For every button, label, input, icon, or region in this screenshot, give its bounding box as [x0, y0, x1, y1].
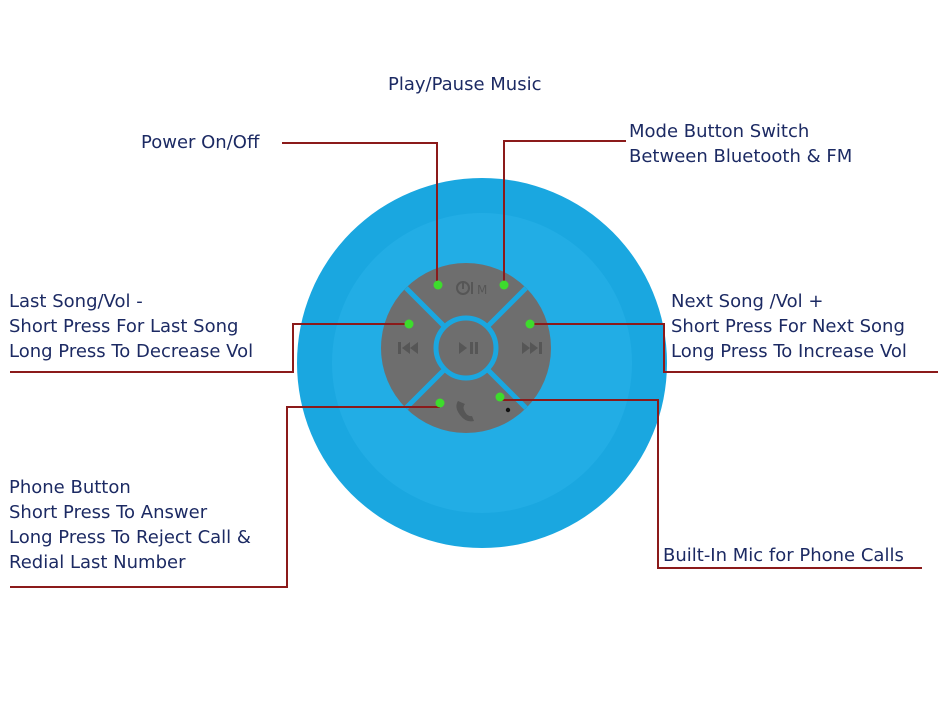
next-song-label: Next Song /Vol + Short Press For Next So…	[671, 289, 907, 364]
last-song-label-line: Short Press For Last Song	[9, 316, 239, 337]
mode-label: Mode Button Switch Between Bluetooth & F…	[629, 119, 852, 169]
next-song-leader-line	[530, 323, 938, 373]
mic-label: Built-In Mic for Phone Calls	[663, 545, 904, 566]
phone-icon[interactable]	[456, 401, 474, 422]
leader-lines	[10, 140, 938, 588]
last-song-label-line: Long Press To Decrease Vol	[9, 341, 254, 362]
last-song-label: Last Song/Vol - Short Press For Last Son…	[9, 289, 253, 364]
phone-label-line: Phone Button	[9, 477, 131, 498]
mode-indicator-dot	[499, 280, 509, 290]
phone-label: Phone Button Short Press To Answer Long …	[9, 475, 251, 575]
play-pause-label: Play/Pause Music	[388, 74, 542, 95]
mic-leader-line	[500, 399, 922, 569]
microphone-hole-icon	[505, 407, 511, 413]
indicator-dots	[404, 280, 535, 408]
phone-label-line: Redial Last Number	[9, 552, 186, 573]
next-song-indicator-dot	[525, 319, 535, 329]
next-track-icon[interactable]	[522, 342, 542, 354]
power-leader-line	[282, 142, 438, 284]
power-indicator-dot	[433, 280, 443, 290]
next-song-label-line: Long Press To Increase Vol	[671, 341, 907, 362]
mode-label-line: Between Bluetooth & FM	[629, 146, 853, 167]
phone-indicator-dot	[435, 398, 445, 408]
phone-leader-line	[10, 406, 440, 588]
svg-text:M: M	[477, 283, 487, 297]
mode-label-line: Mode Button Switch	[629, 121, 810, 142]
mic-indicator-dot	[495, 392, 505, 402]
phone-label-line: Short Press To Answer	[9, 502, 208, 523]
mode-leader-line	[503, 140, 626, 284]
power-label: Power On/Off	[141, 132, 260, 153]
phone-label-line: Long Press To Reject Call &	[9, 527, 251, 548]
last-song-indicator-dot	[404, 319, 414, 329]
next-song-label-line: Next Song /Vol +	[671, 291, 824, 312]
last-song-leader-line	[10, 323, 409, 373]
power-mode-icon[interactable]: M	[456, 281, 487, 297]
play-pause-icon[interactable]	[459, 342, 478, 354]
next-song-label-line: Short Press For Next Song	[671, 316, 905, 337]
previous-track-icon[interactable]	[398, 342, 418, 354]
last-song-label-line: Last Song/Vol -	[9, 291, 143, 312]
